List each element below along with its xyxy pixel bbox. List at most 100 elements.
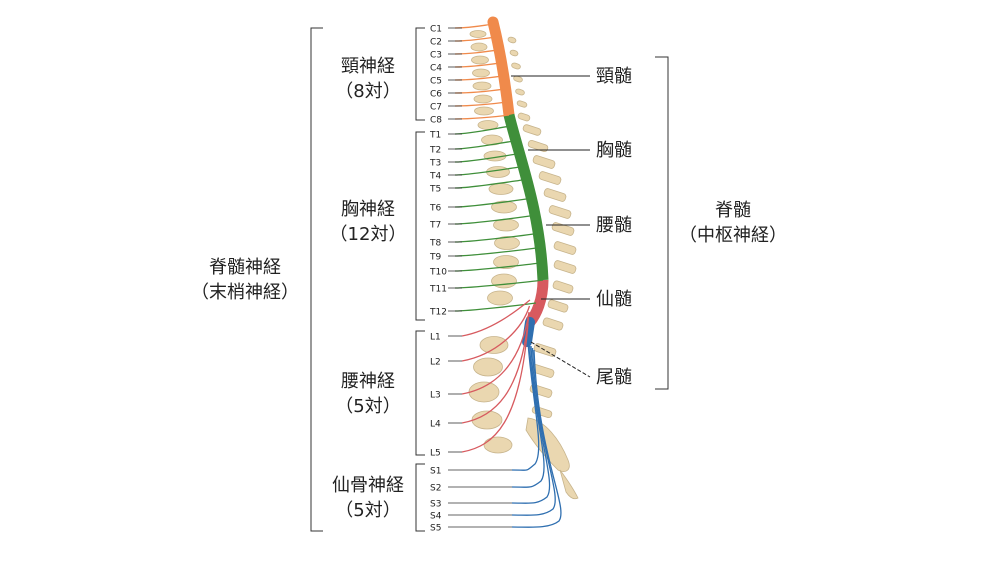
spinous-process bbox=[509, 49, 519, 57]
vertebral-body bbox=[473, 357, 503, 377]
nerve-label-t1: T1 bbox=[429, 131, 441, 141]
nerve-root-s5 bbox=[511, 349, 562, 528]
nerve-root-s3 bbox=[511, 345, 551, 504]
spinous-process bbox=[551, 222, 575, 236]
vertebral-body bbox=[494, 236, 520, 250]
sacral-cord-label: 仙髄 bbox=[596, 289, 632, 310]
nerve-root-t8 bbox=[454, 233, 534, 243]
thoracic-nerves-label: 胸神経 bbox=[341, 199, 395, 220]
nerve-label-t7: T7 bbox=[429, 221, 441, 231]
vertebral-body bbox=[479, 336, 509, 354]
bracket-cervical bbox=[415, 27, 425, 121]
nerve-label-c2: C2 bbox=[430, 38, 442, 48]
cervical-nerves-label: 頸神経 bbox=[341, 56, 395, 77]
nerve-root-l5 bbox=[461, 323, 529, 453]
thoracic-cord-label: 胸髄 bbox=[596, 140, 632, 161]
nerve-root-l2 bbox=[461, 305, 531, 362]
nerve-label-t4: T4 bbox=[429, 172, 441, 182]
bracket-lumbar bbox=[415, 330, 425, 456]
left-group-labels: 脊髄神経 （末梢神経） 頸神経 （8対） 胸神経 （12対） 腰神経 （5対） … bbox=[191, 56, 406, 521]
nerve-label-t11: T11 bbox=[429, 285, 447, 295]
spinous-process bbox=[513, 75, 523, 83]
spinous-process bbox=[517, 112, 531, 122]
coccyx bbox=[559, 469, 579, 500]
nerve-label-t2: T2 bbox=[429, 146, 441, 156]
nerve-label-c1: C1 bbox=[430, 25, 442, 35]
nerve-root-c8 bbox=[454, 114, 510, 120]
spinal-cord-subtitle: （中枢神経） bbox=[679, 225, 787, 246]
nerve-root-s4 bbox=[511, 347, 556, 516]
sacral-count-label: （5対） bbox=[335, 500, 400, 521]
nerve-root-t9 bbox=[454, 247, 537, 257]
nerve-label-s1: S1 bbox=[430, 467, 441, 477]
bracket-thoracic bbox=[415, 131, 425, 321]
vertebral-body bbox=[468, 381, 500, 403]
vertebral-body bbox=[472, 68, 490, 78]
nerve-label-s3: S3 bbox=[430, 500, 441, 510]
nerve-label-c3: C3 bbox=[430, 51, 442, 61]
sacral-nerves-label: 仙骨神経 bbox=[332, 475, 404, 496]
nerve-label-l5: L5 bbox=[430, 449, 441, 459]
cervical-cord-label: 頸髄 bbox=[596, 66, 632, 87]
spinous-process bbox=[547, 299, 569, 313]
nerve-label-c6: C6 bbox=[430, 90, 442, 100]
vertebral-body bbox=[491, 200, 517, 214]
vertebral-body bbox=[488, 183, 514, 195]
spinous-process bbox=[515, 88, 525, 96]
nerve-root-c1 bbox=[454, 23, 494, 29]
spinous-process bbox=[548, 205, 572, 219]
spinous-process bbox=[531, 405, 553, 419]
nerve-label-s4: S4 bbox=[430, 512, 442, 522]
vertebral-body bbox=[493, 255, 519, 269]
nerve-root-l1 bbox=[461, 299, 531, 337]
spinous-process bbox=[532, 155, 556, 169]
spinal-cord bbox=[487, 16, 549, 347]
spinal-nerves-subtitle: （末梢神経） bbox=[191, 282, 299, 303]
pointer-lines bbox=[511, 75, 591, 378]
cervical-cord-segment bbox=[487, 16, 515, 121]
nerve-label-t10: T10 bbox=[429, 268, 447, 278]
vertebral-body bbox=[470, 42, 488, 52]
nerve-label-t3: T3 bbox=[429, 159, 441, 169]
nerve-label-c5: C5 bbox=[430, 77, 442, 87]
vertebral-body bbox=[487, 290, 513, 306]
spinous-process bbox=[542, 317, 564, 331]
nerve-label-t6: T6 bbox=[429, 204, 441, 214]
right-labels: 頸髄 胸髄 腰髄 仙髄 尾髄 脊髄 （中枢神経） bbox=[596, 66, 787, 388]
nerve-label-t12: T12 bbox=[429, 308, 447, 318]
sacrum bbox=[525, 417, 570, 472]
spinal-cord-title: 脊髄 bbox=[715, 200, 751, 221]
spinous-process bbox=[553, 241, 577, 255]
nerve-label-s2: S2 bbox=[430, 484, 441, 494]
thoracic-cord-segment bbox=[503, 113, 549, 281]
spinous-process bbox=[522, 124, 542, 136]
nerve-label-t8: T8 bbox=[429, 239, 441, 249]
nerve-label-s5: S5 bbox=[430, 524, 441, 534]
spinous-process bbox=[538, 171, 562, 185]
nerve-label-t9: T9 bbox=[429, 253, 441, 263]
nerve-label-c7: C7 bbox=[430, 103, 442, 113]
vertebral-body bbox=[483, 436, 513, 454]
nerve-label-l2: L2 bbox=[430, 358, 441, 368]
sacral-cord-segment bbox=[525, 279, 549, 326]
bracket-spinal-cord bbox=[655, 56, 669, 390]
lumbar-nerves-label: 腰神経 bbox=[341, 371, 395, 392]
vertebral-body bbox=[474, 106, 494, 116]
vertebral-body bbox=[469, 30, 487, 38]
nerve-label-c8: C8 bbox=[430, 116, 442, 126]
nerve-label-l3: L3 bbox=[430, 391, 441, 401]
nerve-labels: C1C2C3C4C5C6C7C8T1T2T3T4T5T6T7T8T9T10T11… bbox=[429, 25, 512, 534]
nerve-label-l4: L4 bbox=[430, 420, 441, 430]
vertebral-body bbox=[471, 55, 489, 65]
spinous-process bbox=[511, 62, 521, 70]
bracket-sacral bbox=[415, 463, 425, 532]
bracket-spinal-nerves bbox=[310, 27, 323, 532]
spinous-process bbox=[507, 36, 517, 44]
spinous-process bbox=[552, 280, 574, 294]
lumbar-cord-label: 腰髄 bbox=[596, 215, 632, 236]
lumbar-count-label: （5対） bbox=[335, 396, 400, 417]
vertebral-body bbox=[491, 273, 517, 289]
vertebral-body bbox=[472, 81, 492, 91]
coccygeal-cord-label: 尾髄 bbox=[596, 367, 632, 388]
